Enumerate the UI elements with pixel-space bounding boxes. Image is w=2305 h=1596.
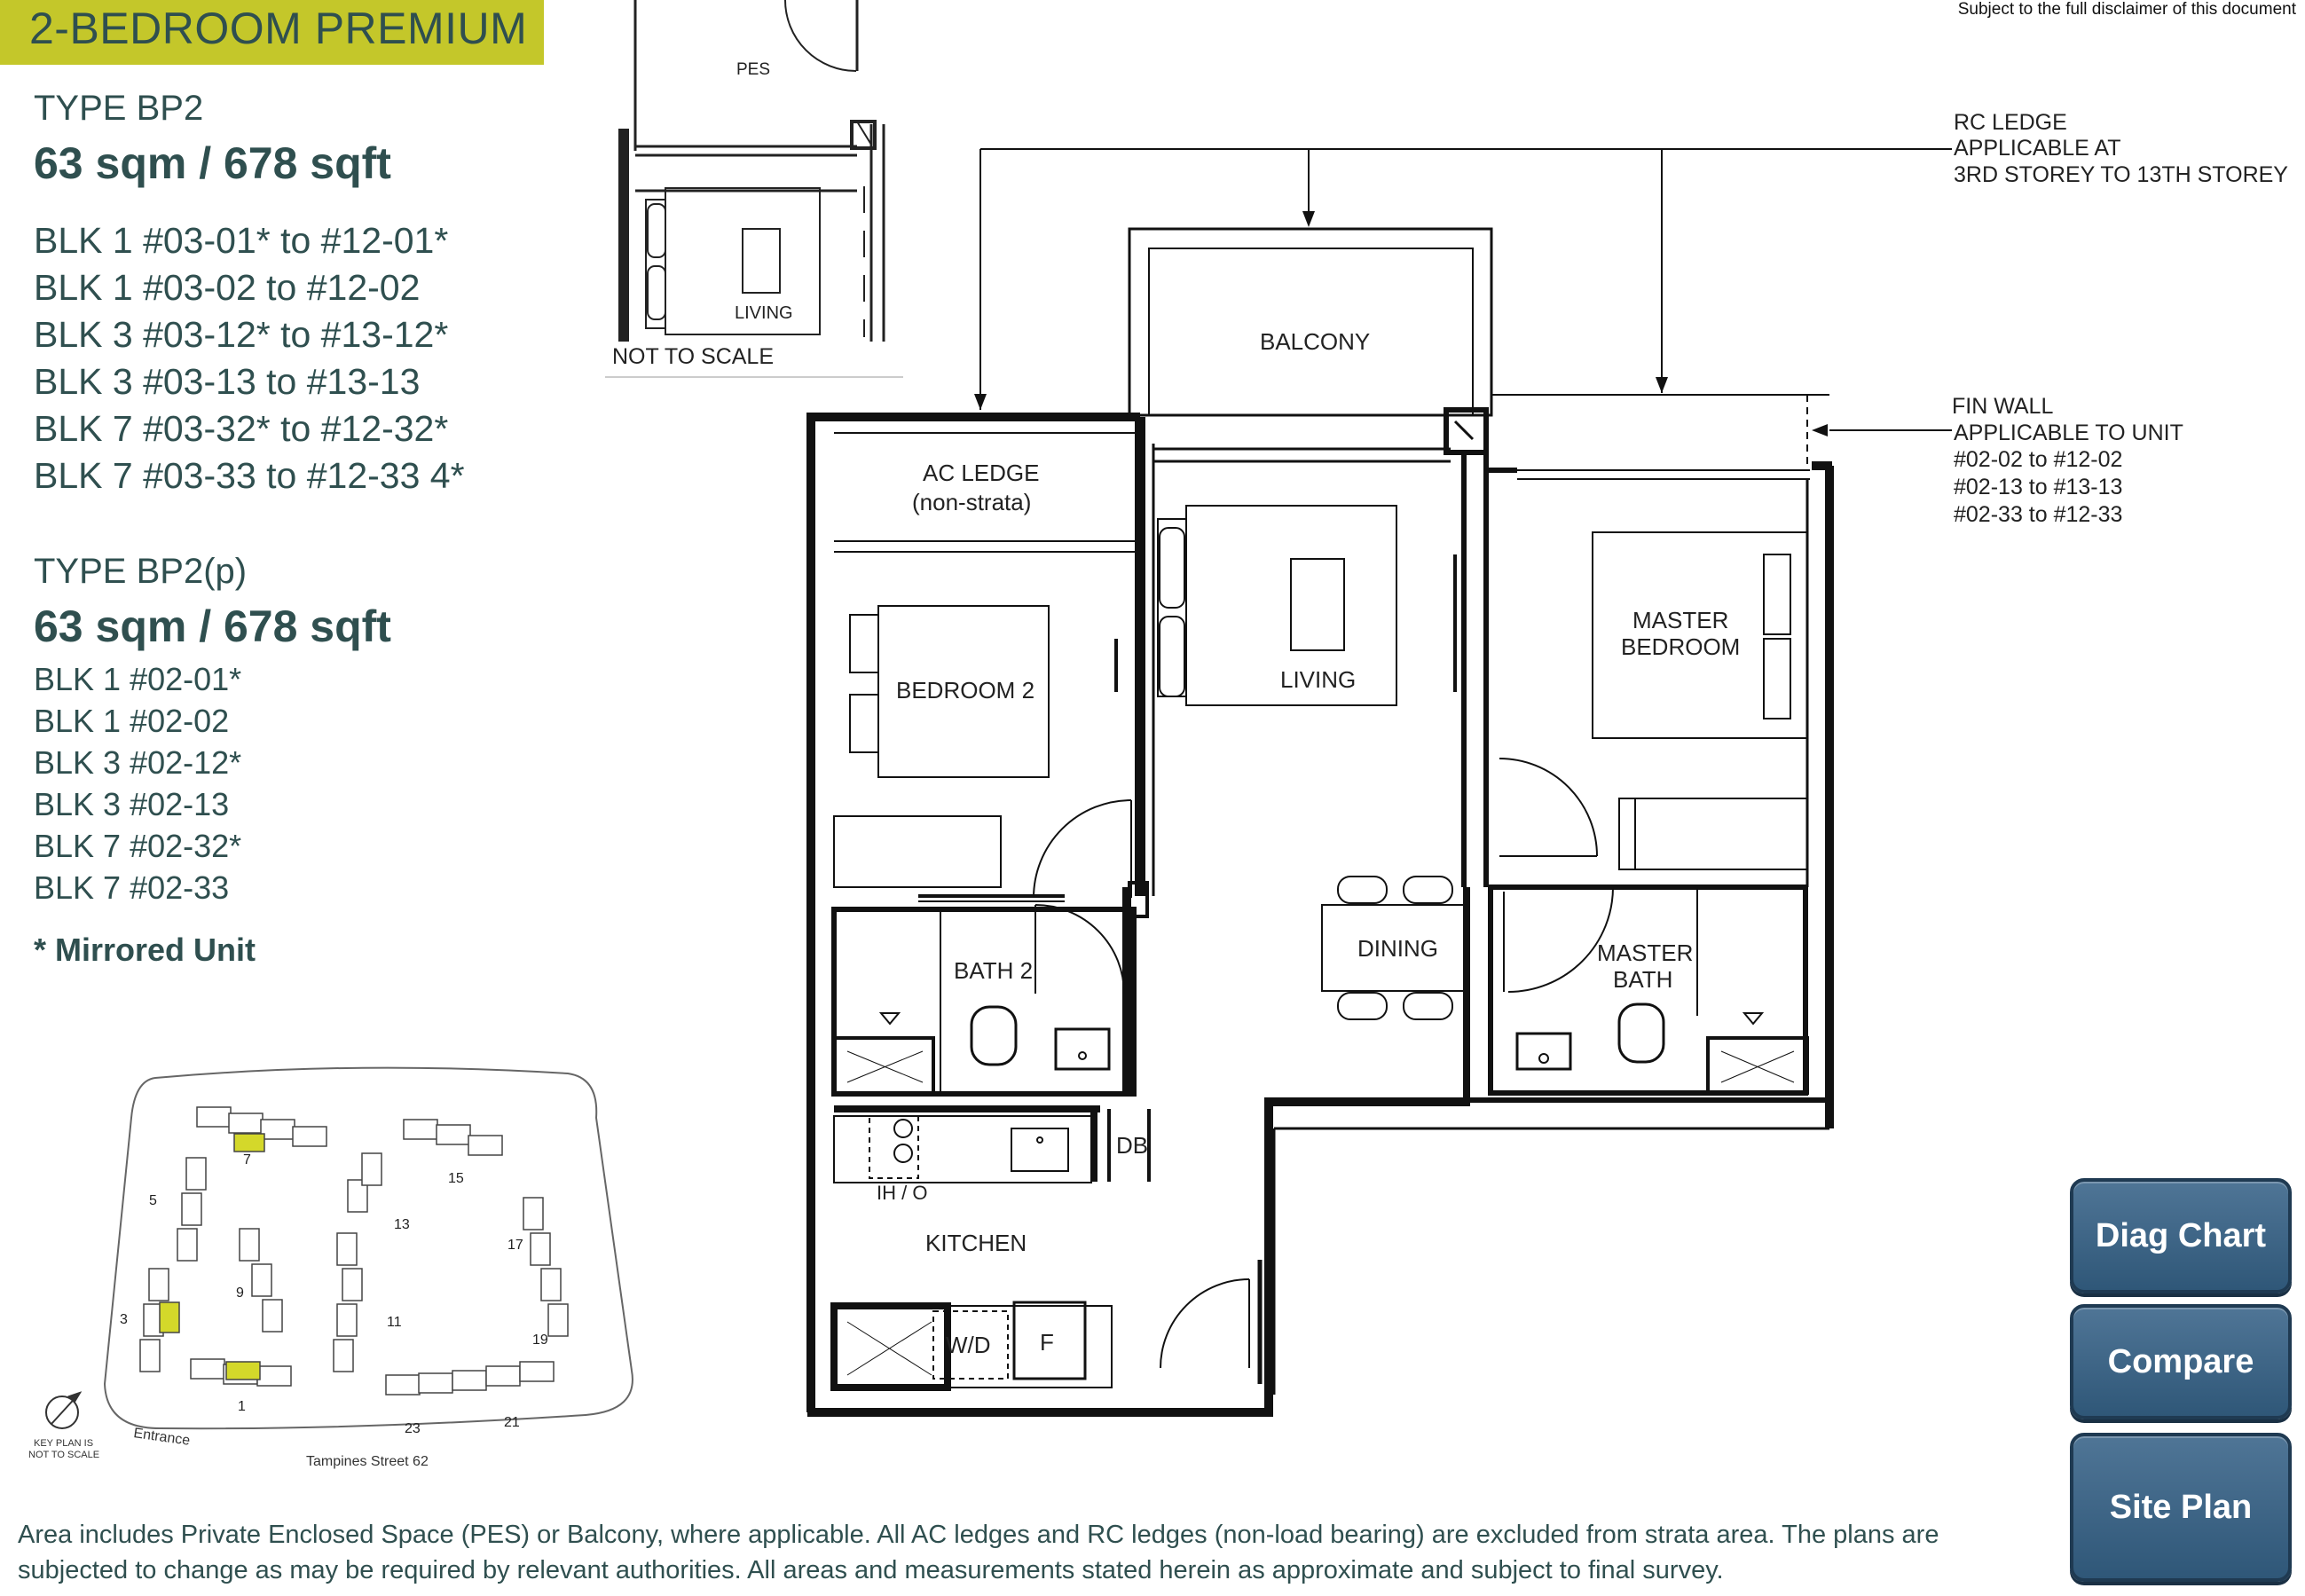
kitchen-label: KITCHEN <box>925 1230 1027 1256</box>
unit-item: BLK 7 #02-33 <box>34 869 230 906</box>
living-label: LIVING <box>1280 666 1356 693</box>
type-bp2-unit-list: BLK 1 #03-01* to #12-01* BLK 1 #03-02 to… <box>34 217 465 499</box>
key-plan-block-label: 23 <box>405 1421 421 1436</box>
compare-button[interactable]: Compare <box>2070 1304 2292 1419</box>
type-bp2-area: 63 sqm / 678 sqft <box>34 138 391 188</box>
bedroom2-label: BEDROOM 2 <box>896 677 1034 704</box>
rc-ledge-note: APPLICABLE AT <box>1954 136 2121 161</box>
fin-wall-note: #02-33 to #12-33 <box>1954 502 2122 527</box>
unit-item: BLK 7 #03-32* to #12-32* <box>34 408 449 449</box>
key-plan-block-label: 21 <box>504 1415 520 1430</box>
type-bp2p-unit-list: BLK 1 #02-01* BLK 1 #02-02 BLK 3 #02-12*… <box>34 658 241 908</box>
unit-item: BLK 7 #03-33 to #12-33 4* <box>34 455 465 496</box>
unit-item: BLK 1 #03-02 to #12-02 <box>34 267 421 308</box>
inset-pes-label: PES <box>736 60 770 79</box>
key-plan-block-label: 7 <box>243 1152 251 1168</box>
key-plan-block-label: 1 <box>238 1399 246 1414</box>
key-plan-block-label: 15 <box>448 1171 464 1186</box>
main-floor-plan <box>806 148 1952 1417</box>
fin-wall-note: #02-13 to #13-13 <box>1954 475 2122 499</box>
key-plan-note: NOT TO SCALE <box>28 1450 99 1460</box>
master-bedroom-label: MASTER <box>1632 607 1728 633</box>
master-bedroom-label-2: BEDROOM <box>1621 633 1740 660</box>
rc-ledge-note: 3RD STOREY TO 13TH STOREY <box>1954 162 2288 187</box>
footnote: Area includes Private Enclosed Space (PE… <box>18 1521 1939 1584</box>
key-plan-block-label: 17 <box>507 1238 523 1253</box>
balcony-label: BALCONY <box>1260 328 1370 355</box>
disclaimer-note: Subject to the full disclaimer of this d… <box>1957 0 2296 19</box>
master-bath-label: MASTER <box>1597 940 1693 966</box>
key-plan-block-label: 11 <box>387 1315 402 1330</box>
inset-scale-note: NOT TO SCALE <box>612 344 774 369</box>
leader-arrows <box>974 211 1828 436</box>
site-plan-button[interactable]: Site Plan <box>2070 1433 2292 1582</box>
key-plan-block-label: 19 <box>532 1333 548 1348</box>
non-strata-label: (non-strata) <box>912 489 1031 515</box>
db-label: DB <box>1116 1132 1148 1159</box>
inset-pes-plan <box>605 0 903 378</box>
unit-item: BLK 7 #02-32* <box>34 828 242 864</box>
master-bath-label-2: BATH <box>1613 966 1672 993</box>
type-bp2p-label: TYPE BP2(p) <box>34 552 248 591</box>
key-plan-street: Tampines Street 62 <box>306 1454 429 1469</box>
unit-item: BLK 1 #03-01* to #12-01* <box>34 220 449 261</box>
unit-item: BLK 3 #02-12* <box>34 744 242 781</box>
type-bp2p-area: 63 sqm / 678 sqft <box>34 601 391 651</box>
ih-o-label: IH / O <box>877 1182 927 1204</box>
fin-wall-note: #02-02 to #12-02 <box>1954 447 2122 472</box>
title-band: 2-BEDROOM PREMIUM <box>0 0 544 65</box>
key-plan-note: KEY PLAN IS <box>34 1438 93 1449</box>
key-plan-block-label: 5 <box>149 1193 157 1208</box>
unit-item: BLK 3 #03-12* to #13-12* <box>34 314 449 355</box>
rc-ledge-note: RC LEDGE <box>1954 110 2067 135</box>
fin-wall-note: APPLICABLE TO UNIT <box>1954 421 2183 445</box>
north-compass-icon <box>45 1391 83 1429</box>
dining-label: DINING <box>1357 935 1438 962</box>
wd-label: W/D <box>946 1332 991 1358</box>
ac-ledge-label: AC LEDGE <box>923 460 1040 486</box>
key-plan-block-label: 13 <box>394 1217 410 1232</box>
key-plan-block-label: 9 <box>236 1285 244 1301</box>
key-plan-block-label: 3 <box>120 1312 128 1327</box>
key-plan: 1 3 5 7 9 11 13 15 17 19 21 23 Entrance … <box>28 1066 633 1469</box>
page-title: 2-BEDROOM PREMIUM <box>29 4 528 53</box>
unit-item: BLK 3 #03-13 to #13-13 <box>34 361 421 402</box>
inset-living-label: LIVING <box>735 303 793 323</box>
type-bp2-label: TYPE BP2 <box>34 89 204 128</box>
fin-wall-note: FIN WALL <box>1952 394 2053 419</box>
fridge-label: F <box>1040 1329 1054 1356</box>
unit-item: BLK 1 #02-02 <box>34 703 230 739</box>
unit-item: BLK 1 #02-01* <box>34 661 242 697</box>
diag-chart-button[interactable]: Diag Chart <box>2070 1178 2292 1293</box>
unit-item: BLK 3 #02-13 <box>34 786 230 822</box>
bath2-label: BATH 2 <box>954 957 1033 984</box>
mirrored-unit-note: * Mirrored Unit <box>34 932 256 968</box>
